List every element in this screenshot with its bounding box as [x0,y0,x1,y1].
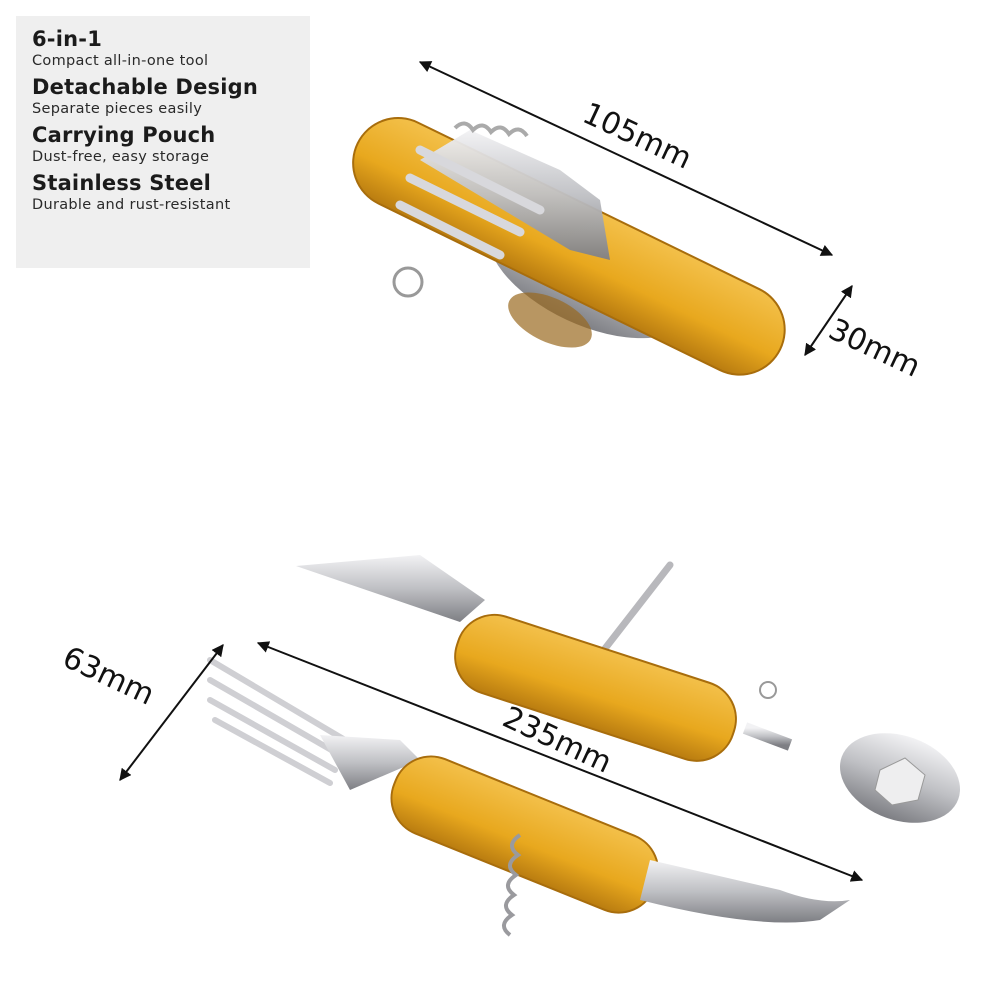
dimension-arrow-235mm [256,641,864,882]
feature-list-panel: 6-in-1 Compact all-in-one tool Detachabl… [16,16,310,268]
feature-title: Detachable Design [32,75,258,99]
feature-title: 6-in-1 [32,27,103,51]
feature-subtitle: Separate pieces easily [32,101,203,117]
feature-subtitle: Compact all-in-one tool [32,53,209,69]
dimension-arrow-105mm [418,61,834,256]
feature-subtitle: Durable and rust-resistant [32,197,231,213]
dimension-arrow-30mm [804,285,853,356]
feature-6-in-1: 6-in-1 Compact all-in-one tool [32,26,310,70]
feature-subtitle: Dust-free, easy storage [32,149,210,165]
folded-tool-image [352,117,786,376]
feature-carrying-pouch: Carrying Pouch Dust-free, easy storage [32,122,310,166]
feature-stainless-steel: Stainless Steel Durable and rust-resista… [32,170,310,214]
dimension-arrow-63mm [119,644,224,781]
feature-title: Stainless Steel [32,171,212,195]
feature-title: Carrying Pouch [32,123,216,147]
feature-detachable-design: Detachable Design Separate pieces easily [32,74,310,118]
